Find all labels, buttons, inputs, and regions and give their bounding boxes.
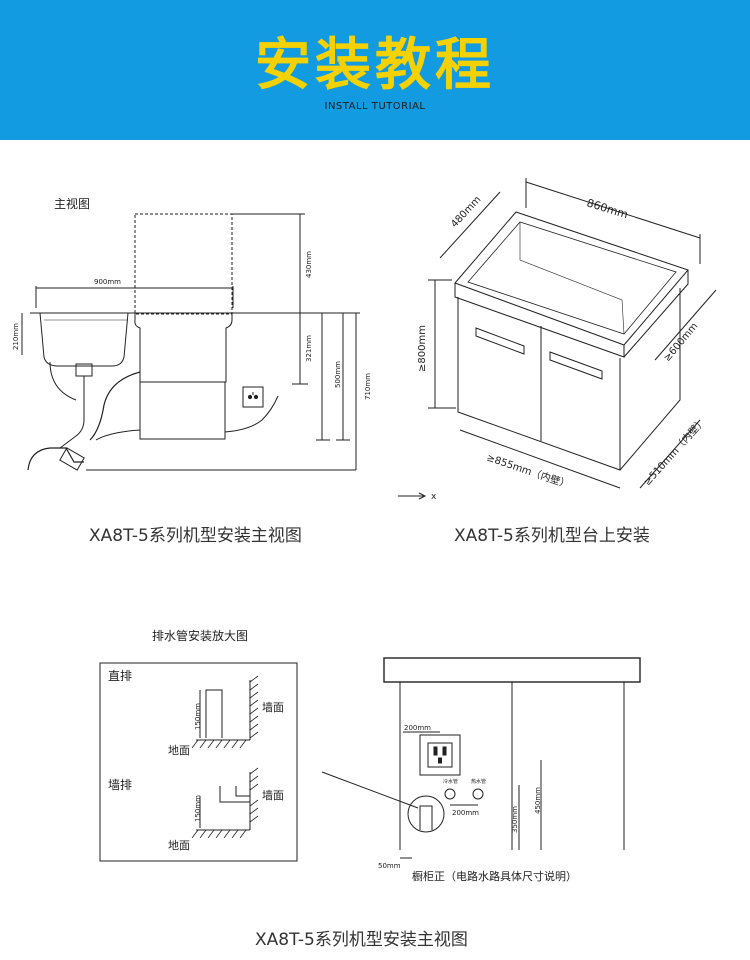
left-door-handle (475, 327, 525, 355)
dim-710: 710mm (364, 373, 372, 400)
floor-label-upper: 地面 (168, 744, 190, 757)
dim-200-top: 200mm (404, 724, 431, 732)
dim-50: 50mm (378, 862, 401, 870)
header-banner: 安装教程 INSTALL TUTORIAL (0, 0, 750, 140)
dim-210: 210mm (12, 323, 20, 350)
dim-900: 900mm (94, 278, 121, 286)
page-subtitle: INSTALL TUTORIAL (324, 101, 426, 112)
power-socket (242, 386, 264, 408)
dim-800: ≥800mm (417, 325, 428, 372)
axis-x-label: x (431, 492, 437, 502)
dim-321: 321mm (305, 335, 313, 362)
dim-480: 480mm (449, 194, 483, 230)
front-view-caption: XA8T-5系列机型安装主视图 (89, 526, 302, 546)
cabinet-note: 橱柜正（电路水路具体尺寸说明） (412, 869, 577, 883)
hot-water-valve (472, 788, 484, 800)
machine-upper (134, 312, 233, 383)
dim-150-upper: 150mm (194, 703, 202, 730)
machine-lower (139, 381, 226, 440)
drain-detail-diagram (99, 662, 419, 862)
direct-drain-label: 直排 (108, 669, 132, 683)
dim-150-lower: 150mm (194, 795, 202, 822)
dim-510: ≥510mm（内壁） (641, 415, 709, 488)
hot-water-label: 热水管 (471, 778, 486, 785)
dim-430: 430mm (305, 251, 313, 278)
cold-water-valve (444, 788, 456, 800)
dim-860: 860mm (585, 196, 629, 221)
page-title: 安装教程 (255, 33, 495, 98)
bottom-caption: XA8T-5系列机型安装主视图 (255, 930, 468, 950)
cabinet-socket (419, 734, 461, 776)
dim-600: ≥600mm (662, 321, 701, 364)
dim-350: 350mm (511, 806, 519, 833)
front-view-label: 主视图 (54, 196, 90, 211)
dim-855: ≥855mm（内壁） (485, 451, 571, 492)
countertop-diagram (398, 178, 717, 500)
right-door-handle (549, 351, 603, 380)
machine-clearance-box (134, 213, 233, 315)
countertop-caption: XA8T-5系列机型台上安装 (454, 526, 650, 546)
sink-basin (39, 312, 129, 367)
dim-500: 500mm (334, 361, 342, 388)
dim-450: 450mm (534, 787, 542, 814)
floor-label-lower: 地面 (168, 839, 190, 852)
wall-drain-label: 墙排 (108, 778, 132, 792)
dim-200-bottom: 200mm (452, 809, 479, 817)
drain-detail-title: 排水管安装放大图 (152, 628, 248, 643)
wall-label-lower: 墙面 (262, 788, 284, 802)
wall-label-upper: 墙面 (262, 700, 284, 714)
drain-pipe-cross-section (407, 795, 445, 833)
cabinet-front-diagram (383, 657, 641, 859)
cold-water-label: 冷水管 (443, 778, 458, 785)
